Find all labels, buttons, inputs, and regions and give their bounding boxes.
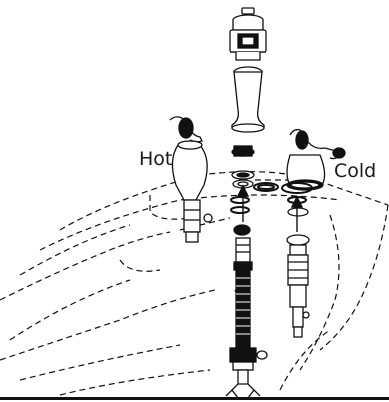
- cold-valve-cartridge: [287, 244, 310, 338]
- hot-label: Hot: [139, 148, 173, 170]
- hot-handle: [169, 116, 208, 201]
- cold-handle: [286, 128, 346, 191]
- cold-label: Cold: [334, 160, 377, 182]
- washers: [231, 145, 310, 246]
- spout-body: [231, 66, 265, 133]
- top-cap: [229, 7, 267, 61]
- bottom-divider: [0, 397, 389, 400]
- hot-valve-cartridge: [183, 199, 213, 243]
- center-stem: [229, 224, 268, 371]
- bottom-connector: [225, 369, 261, 399]
- assembly-arrows: [236, 184, 304, 232]
